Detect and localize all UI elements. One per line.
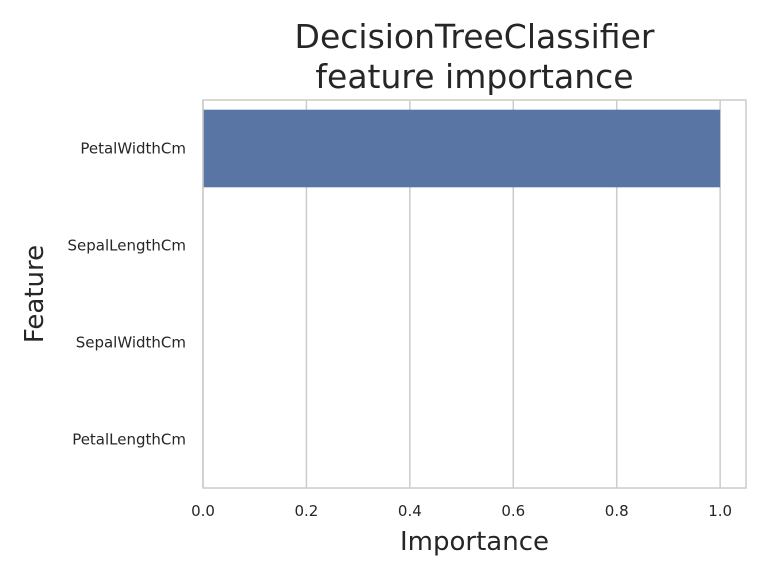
bars — [203, 109, 721, 188]
x-tick-label-1: 0.2 — [294, 502, 318, 520]
chart-title-line-2: feature importance — [315, 57, 634, 96]
x-tick-label-2: 0.4 — [398, 502, 422, 520]
x-axis-label: Importance — [400, 527, 549, 557]
x-tick-label-0: 0.0 — [191, 502, 215, 520]
y-tick-label-SepalLengthCm: SepalLengthCm — [68, 237, 186, 255]
plot-frame — [202, 99, 747, 489]
y-tick-label-SepalWidthCm: SepalWidthCm — [76, 334, 186, 352]
x-tick-label-3: 0.6 — [501, 502, 525, 520]
bar-PetalWidthCm — [203, 109, 721, 188]
y-tick-labels: PetalWidthCmSepalLengthCmSepalWidthCmPet… — [68, 140, 186, 449]
x-tick-label-5: 1.0 — [708, 502, 732, 520]
x-tick-labels: 0.0 0.2 0.4 0.6 0.8 1.0 — [191, 502, 732, 520]
y-tick-label-PetalLengthCm: PetalLengthCm — [72, 431, 186, 449]
chart-title-line-1: DecisionTreeClassifier — [294, 17, 655, 56]
y-tick-label-PetalWidthCm: PetalWidthCm — [80, 140, 186, 158]
y-axis-label: Feature — [20, 245, 50, 343]
x-tick-label-4: 0.8 — [605, 502, 629, 520]
